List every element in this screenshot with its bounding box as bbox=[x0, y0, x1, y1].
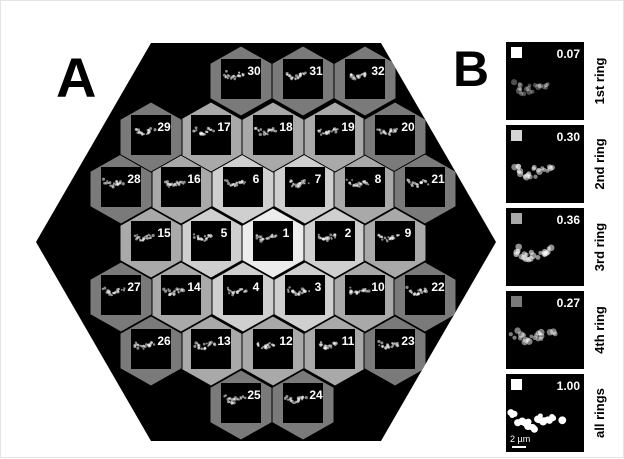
tile-number: 27 bbox=[127, 280, 141, 294]
panel-b-strips: 0.07 1st ring 0.30 2nd ring 0.36 3rd ring 0.27… bbox=[506, 42, 607, 452]
strip-ring-label: 3rd ring bbox=[592, 223, 607, 271]
scale-bar-label: 2 µm bbox=[510, 434, 530, 444]
strip-value: 0.27 bbox=[557, 296, 581, 310]
strip-value: 0.07 bbox=[557, 47, 581, 61]
strip-value: 0.36 bbox=[557, 213, 581, 227]
strip-5: 1.00 all rings 2 µm bbox=[506, 374, 607, 452]
tile-number: 11 bbox=[342, 334, 355, 348]
tile-number: 17 bbox=[217, 120, 231, 134]
tile-number: 24 bbox=[309, 388, 323, 402]
strip-1: 0.07 1st ring bbox=[506, 42, 607, 120]
tile-number: 25 bbox=[247, 388, 261, 402]
tile-number: 29 bbox=[157, 120, 171, 134]
strip-3: 0.36 3rd ring bbox=[506, 208, 607, 286]
strip-swatch bbox=[511, 213, 522, 224]
tile-number: 32 bbox=[371, 64, 385, 78]
strip-ring-label: 1st ring bbox=[592, 57, 607, 104]
tile-number: 31 bbox=[309, 64, 323, 78]
strip-swatch bbox=[511, 130, 522, 141]
tile-number: 21 bbox=[431, 172, 445, 186]
strip-swatch bbox=[511, 379, 522, 390]
tile-number: 7 bbox=[315, 172, 322, 186]
tile-number: 13 bbox=[217, 334, 231, 348]
scale-bar-line bbox=[512, 446, 526, 448]
panel-b-label: B bbox=[453, 41, 489, 97]
tile-number: 19 bbox=[341, 120, 355, 134]
strip-value: 1.00 bbox=[557, 379, 581, 393]
tile-number: 12 bbox=[279, 334, 293, 348]
tile-number: 18 bbox=[279, 120, 293, 134]
strip-2: 0.30 2nd ring bbox=[506, 125, 607, 203]
panel-a-label: A bbox=[56, 46, 96, 109]
tile-number: 9 bbox=[405, 226, 412, 240]
tile-number: 15 bbox=[157, 226, 171, 240]
tile-number: 23 bbox=[401, 334, 415, 348]
tile-number: 6 bbox=[253, 172, 260, 186]
tile-number: 16 bbox=[187, 172, 201, 186]
strip-ring-label: all rings bbox=[592, 388, 607, 438]
tile-number: 8 bbox=[375, 172, 382, 186]
strip-4: 0.27 4th ring bbox=[506, 291, 607, 369]
tile-number: 20 bbox=[401, 120, 415, 134]
strip-swatch bbox=[511, 296, 522, 307]
tile-number: 1 bbox=[283, 226, 290, 240]
tile-number: 30 bbox=[247, 64, 261, 78]
strip-swatch bbox=[511, 47, 522, 58]
strip-value: 0.30 bbox=[557, 130, 581, 144]
strip-ring-label: 4th ring bbox=[592, 306, 607, 354]
tile-number: 5 bbox=[221, 226, 228, 240]
tile-number: 10 bbox=[371, 280, 385, 294]
tile-number: 4 bbox=[253, 280, 260, 294]
tile-number: 26 bbox=[157, 334, 171, 348]
tile-number: 14 bbox=[187, 280, 201, 294]
strip-ring-label: 2nd ring bbox=[592, 138, 607, 189]
tile-number: 28 bbox=[127, 172, 141, 186]
tile-number: 22 bbox=[431, 280, 445, 294]
tile-number: 3 bbox=[315, 280, 322, 294]
tile-number: 2 bbox=[345, 226, 352, 240]
